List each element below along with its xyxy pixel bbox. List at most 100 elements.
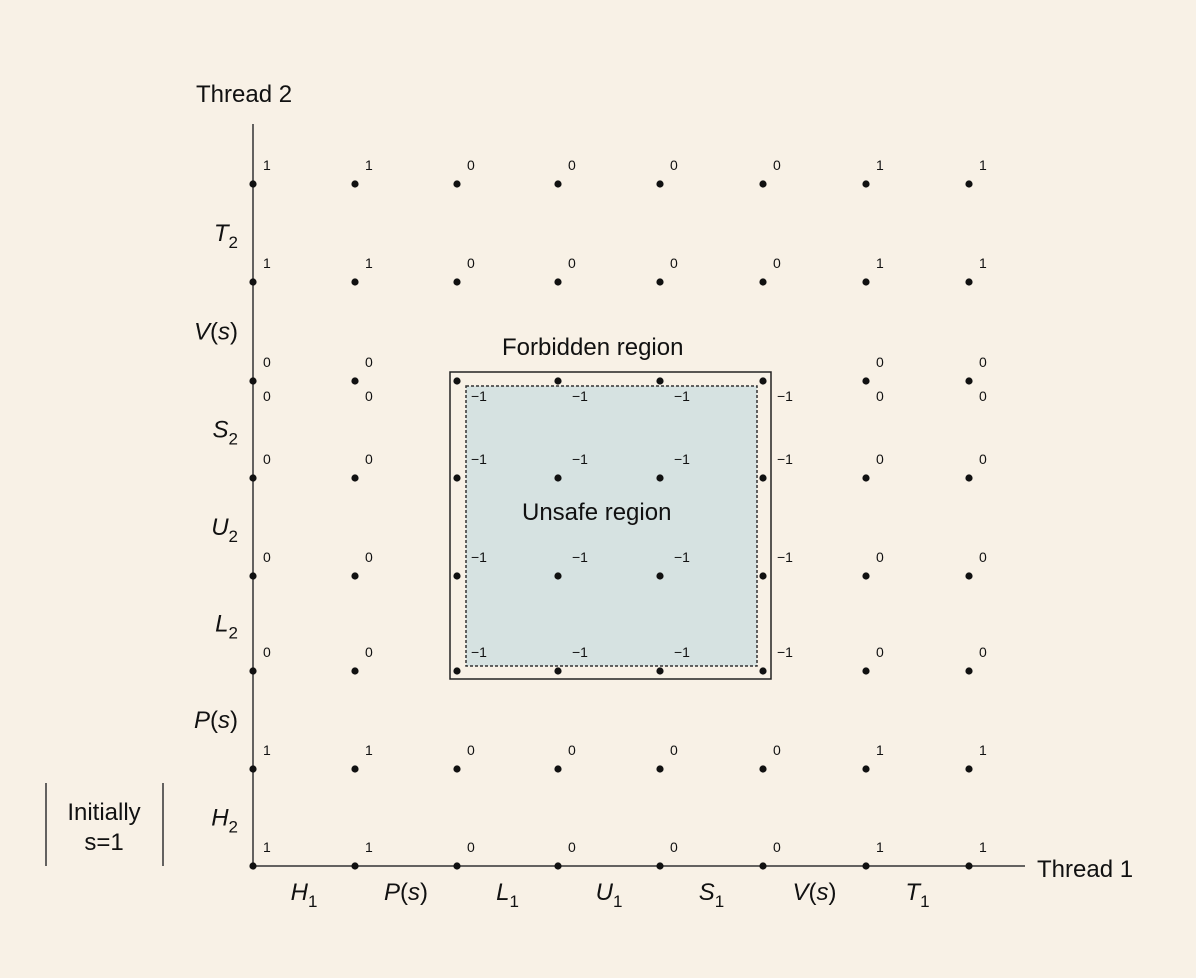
point-value: −1: [674, 644, 690, 660]
state-point: [965, 377, 973, 385]
state-point: [249, 572, 257, 580]
state-point: [453, 765, 461, 773]
x-tick-label: S1: [699, 879, 724, 911]
state-point: [759, 278, 767, 286]
point-value: 1: [365, 255, 373, 271]
point-value: 0: [979, 451, 987, 467]
point-value: −1: [777, 388, 793, 404]
point-value: −1: [777, 644, 793, 660]
point-value: 0: [365, 644, 373, 660]
y-tick-label: L2: [215, 611, 238, 643]
point-value: −1: [777, 549, 793, 565]
state-point: [656, 377, 664, 385]
state-point: [249, 474, 257, 482]
state-point: [862, 572, 870, 580]
state-point: [351, 180, 359, 188]
point-value: 0: [876, 549, 884, 565]
point-value: −1: [471, 388, 487, 404]
state-point: [656, 667, 664, 675]
point-value: 0: [773, 255, 781, 271]
point-value: 1: [263, 742, 271, 758]
state-point: [759, 474, 767, 482]
point-value: 0: [670, 742, 678, 758]
point-value: 1: [263, 839, 271, 855]
state-point: [759, 667, 767, 675]
point-value: 0: [263, 451, 271, 467]
state-point: [862, 377, 870, 385]
point-value: 1: [263, 255, 271, 271]
state-point: [453, 474, 461, 482]
point-value: −1: [471, 644, 487, 660]
state-point: [351, 572, 359, 580]
unsafe-region-label: Unsafe region: [522, 499, 671, 526]
state-point: [249, 278, 257, 286]
point-value: 0: [568, 255, 576, 271]
point-value: −1: [777, 451, 793, 467]
y-tick-label: S2: [213, 417, 238, 449]
point-value: 0: [773, 742, 781, 758]
point-value: −1: [572, 644, 588, 660]
note-line-2: s=1: [84, 829, 123, 856]
y-axis-title: Thread 2: [196, 81, 292, 108]
state-point: [351, 278, 359, 286]
point-value: 1: [876, 157, 884, 173]
state-point: [351, 765, 359, 773]
state-point: [862, 667, 870, 675]
forbidden-region-label: Forbidden region: [502, 334, 683, 361]
note-line-1: Initially: [67, 799, 140, 826]
state-point: [965, 667, 973, 675]
point-value: 0: [467, 839, 475, 855]
point-value: −1: [674, 451, 690, 467]
state-point: [249, 862, 257, 870]
point-value: 0: [365, 388, 373, 404]
point-value: 0: [979, 549, 987, 565]
state-point: [249, 180, 257, 188]
point-value: 1: [876, 255, 884, 271]
y-tick-label: U2: [211, 514, 238, 546]
x-tick-label: U1: [596, 879, 623, 911]
state-point: [554, 572, 562, 580]
state-point: [249, 765, 257, 773]
state-point: [965, 474, 973, 482]
point-value: 0: [568, 742, 576, 758]
point-value: 0: [876, 354, 884, 370]
point-value: −1: [572, 388, 588, 404]
state-point: [351, 474, 359, 482]
point-value: 0: [365, 451, 373, 467]
state-point: [862, 474, 870, 482]
state-point: [759, 572, 767, 580]
state-point: [453, 377, 461, 385]
state-point: [554, 278, 562, 286]
state-point: [759, 765, 767, 773]
state-point: [656, 278, 664, 286]
y-tick-label: P(s): [194, 707, 238, 734]
point-value: 0: [263, 549, 271, 565]
point-value: 0: [467, 255, 475, 271]
point-value: 0: [979, 354, 987, 370]
point-value: −1: [572, 549, 588, 565]
state-point: [453, 180, 461, 188]
state-point: [453, 278, 461, 286]
state-point: [656, 474, 664, 482]
x-tick-label: L1: [496, 879, 519, 911]
state-point: [965, 278, 973, 286]
point-value: 1: [876, 839, 884, 855]
point-value: 0: [467, 742, 475, 758]
state-point: [453, 862, 461, 870]
x-tick-label: P(s): [384, 879, 428, 906]
state-point: [249, 377, 257, 385]
state-point: [554, 667, 562, 675]
point-value: 0: [568, 157, 576, 173]
point-value: −1: [572, 451, 588, 467]
state-point: [862, 180, 870, 188]
state-point: [249, 667, 257, 675]
state-point: [453, 667, 461, 675]
point-value: 0: [979, 644, 987, 660]
state-point: [862, 278, 870, 286]
point-value: 0: [263, 388, 271, 404]
y-tick-label: T2: [214, 220, 238, 252]
